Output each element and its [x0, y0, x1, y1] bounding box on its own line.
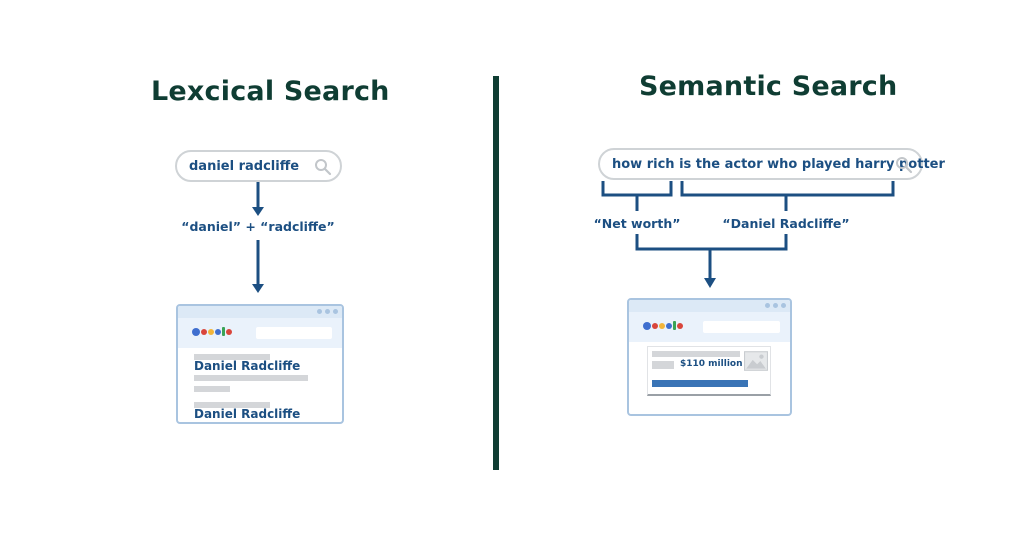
magnifier-icon: [896, 157, 913, 174]
google-logo-dots: [643, 321, 683, 330]
semantic-query-text: how rich is the actor who played harry p…: [612, 156, 945, 172]
placeholder-line: [194, 375, 308, 381]
bracket-daniel-radcliffe: [680, 181, 895, 197]
image-placeholder-icon: [744, 351, 768, 371]
answer-value: $110 million: [680, 359, 743, 369]
semantic-search-bar[interactable]: how rich is the actor who played harry p…: [598, 148, 945, 180]
lexical-results-browser: Daniel Radcliffe Daniel Radcliffe: [176, 304, 344, 424]
placeholder-line: [194, 386, 230, 392]
arrow-down-icon: [704, 278, 716, 288]
semantic-results-browser: $110 million: [627, 298, 792, 416]
result-title-1[interactable]: Daniel Radcliffe: [194, 359, 301, 373]
lexical-search-bar[interactable]: daniel radcliffe: [175, 150, 342, 182]
placeholder-line: [652, 351, 740, 357]
browser-title-bar: [629, 300, 790, 312]
browser-address-bar[interactable]: [703, 321, 780, 333]
answer-highlight-bar: [652, 380, 748, 387]
placeholder-line: [194, 402, 270, 408]
lexical-tokens-label: “daniel” + “radcliffe”: [181, 219, 335, 234]
placeholder-line: [194, 354, 270, 360]
placeholder-line: [652, 361, 674, 369]
google-logo-dots: [192, 327, 232, 336]
browser-header: [629, 312, 790, 342]
concept-daniel-radcliffe: “Daniel Radcliffe”: [722, 216, 850, 231]
concept-net-worth: “Net worth”: [593, 216, 681, 231]
result-title-2[interactable]: Daniel Radcliffe: [194, 407, 301, 421]
bracket-net-worth: [601, 181, 673, 197]
answer-card: $110 million: [647, 346, 771, 396]
semantic-title: Semantic Search: [639, 71, 898, 102]
lexical-query-text: daniel radcliffe: [189, 158, 300, 174]
arrow-down-icon: [252, 284, 264, 293]
browser-title-bar: [178, 306, 342, 318]
magnifier-icon: [315, 159, 332, 176]
lexical-title: Lexcical Search: [151, 76, 390, 107]
arrow-down-icon: [252, 207, 264, 216]
browser-address-bar[interactable]: [256, 327, 332, 339]
center-divider: [493, 76, 499, 470]
browser-header: [178, 318, 342, 348]
